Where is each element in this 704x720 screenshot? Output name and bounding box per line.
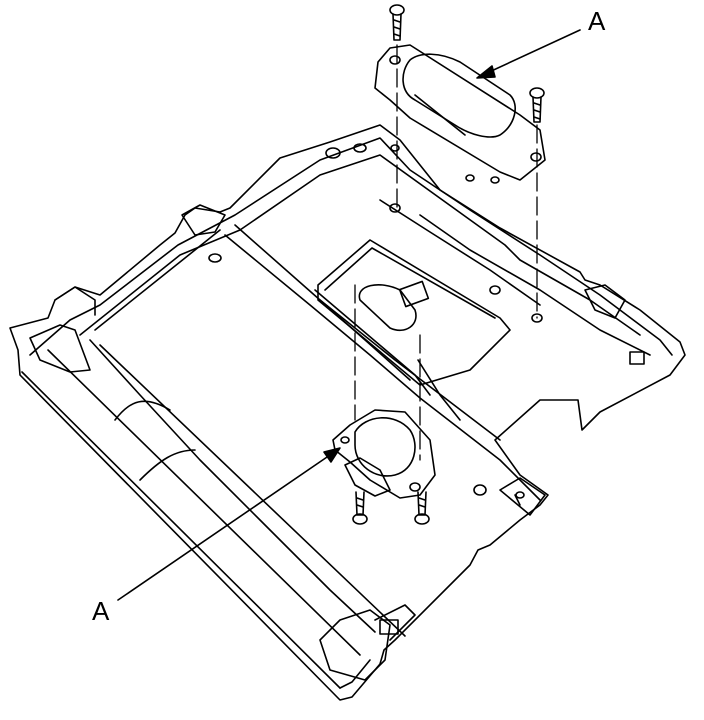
callout-leader-bottom <box>117 447 341 601</box>
base-tray <box>9 124 686 701</box>
upper-speaker-module <box>374 44 546 184</box>
callout-label-top: A <box>588 6 606 36</box>
screw-bottom-left <box>352 491 368 525</box>
screw-top-left <box>389 4 405 41</box>
alignment-lines <box>354 44 538 461</box>
screw-bottom-right <box>414 491 430 525</box>
screw-top-right <box>529 87 545 123</box>
lower-speaker-module <box>332 409 436 499</box>
callout-leader-top <box>476 29 581 79</box>
callout-label-bottom: A <box>92 596 110 626</box>
